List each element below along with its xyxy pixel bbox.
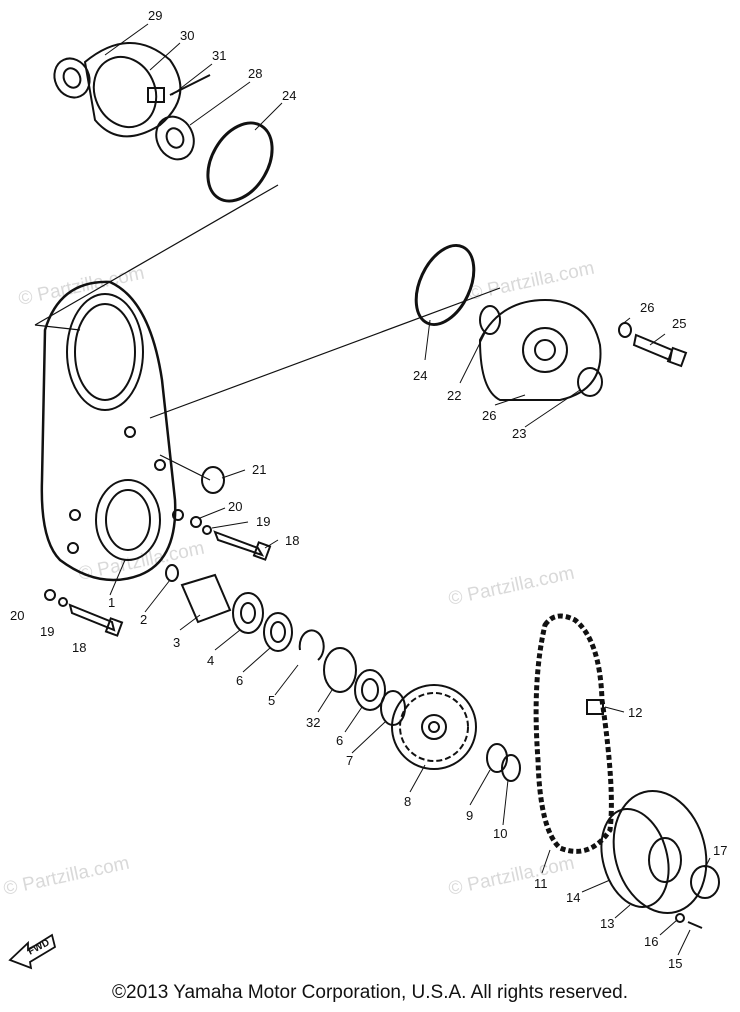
callout-15: 15 <box>668 956 682 971</box>
chain-case <box>40 280 184 582</box>
callout-24b: 24 <box>413 368 427 383</box>
callout-labels: 29 30 31 28 24 26 25 24 22 26 23 21 20 1… <box>10 8 727 971</box>
callout-20b: 20 <box>10 608 24 623</box>
alignment-lines <box>34 184 501 481</box>
leader-lines <box>104 23 711 956</box>
driven-pulley <box>600 789 720 929</box>
callout-14: 14 <box>566 890 580 905</box>
fwd-arrow: FWD <box>8 933 57 970</box>
watermarks: © Partzilla.com © Partzilla.com © Partzi… <box>2 258 597 900</box>
part-9-washer <box>486 743 508 773</box>
callout-19: 19 <box>256 514 270 529</box>
watermark: © Partzilla.com <box>2 853 132 900</box>
callout-32: 32 <box>306 715 320 730</box>
callout-1: 1 <box>108 595 115 610</box>
callout-31: 31 <box>212 48 226 63</box>
callout-18: 18 <box>285 533 299 548</box>
drive-chain <box>533 613 614 854</box>
callout-3: 3 <box>173 635 180 650</box>
callout-27: 26 <box>640 300 654 315</box>
callout-30: 30 <box>180 28 194 43</box>
callout-6: 6 <box>236 673 243 688</box>
callout-24: 24 <box>282 88 296 103</box>
callout-2: 2 <box>140 612 147 627</box>
callout-20: 20 <box>228 499 242 514</box>
sprocket <box>391 684 477 770</box>
callout-28: 28 <box>248 66 262 81</box>
upper-bolt-set <box>190 516 272 561</box>
watermark: © Partzilla.com <box>447 563 577 610</box>
callout-4: 4 <box>207 653 214 668</box>
callout-8: 8 <box>404 794 411 809</box>
callout-22: 22 <box>447 388 461 403</box>
callout-26: 25 <box>672 316 686 331</box>
callout-11: 11 <box>534 876 548 891</box>
shaft-parts <box>165 564 406 726</box>
callout-23: 23 <box>512 426 526 441</box>
callout-21: 21 <box>252 462 266 477</box>
callout-29: 29 <box>148 8 162 23</box>
callout-6b: 6 <box>336 733 343 748</box>
part-12-link <box>586 699 604 715</box>
callout-18b: 18 <box>72 640 86 655</box>
part-21-cap <box>201 466 225 494</box>
callout-13: 13 <box>600 916 614 931</box>
callout-17: 17 <box>713 843 727 858</box>
callout-19b: 19 <box>40 624 54 639</box>
callout-10: 10 <box>493 826 507 841</box>
lower-bolt-set <box>44 589 124 637</box>
copyright-notice: ©2013 Yamaha Motor Corporation, U.S.A. A… <box>112 982 628 1003</box>
right-housing <box>414 243 688 401</box>
callout-5: 5 <box>268 693 275 708</box>
watermark: © Partzilla.com <box>467 258 597 305</box>
part-10-nut <box>501 754 521 782</box>
watermark: © Partzilla.com <box>447 853 577 900</box>
callout-16: 16 <box>644 934 658 949</box>
callout-7: 7 <box>346 753 353 768</box>
callout-9: 9 <box>466 808 473 823</box>
callout-12: 12 <box>628 705 642 720</box>
callout-25: 26 <box>482 408 496 423</box>
